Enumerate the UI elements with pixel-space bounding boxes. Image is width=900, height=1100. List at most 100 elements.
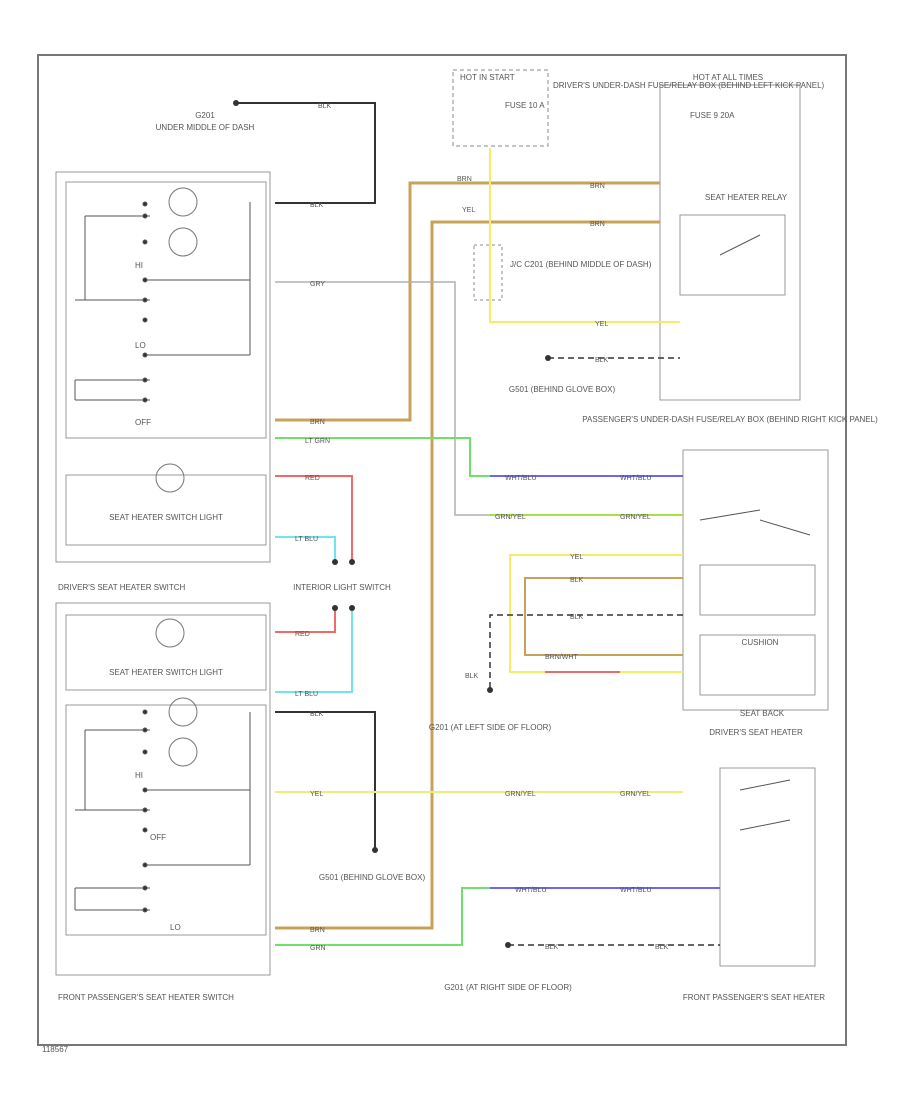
wire-label: BLK (465, 673, 479, 680)
wire-label: GRY (310, 281, 325, 288)
label-hi: HI (135, 261, 143, 270)
label-under-middle-dash: UNDER MIDDLE OF DASH (156, 123, 255, 132)
wire-label: BLK (570, 614, 584, 621)
wire-brn-lower (275, 220, 660, 930)
label-g201-left: G201 (AT LEFT SIDE OF FLOOR) (429, 723, 552, 732)
label-g501: G501 (BEHIND GLOVE BOX) (509, 385, 616, 394)
wire-yel-fuse (489, 148, 680, 323)
wire-label: GRN (310, 945, 326, 952)
label-fuse-10a: FUSE 10 A (505, 101, 545, 110)
terminal (349, 605, 355, 611)
label-seat-heater-switch-light: SEAT HEATER SWITCH LIGHT (109, 513, 223, 522)
front-pass-switch-inner (65, 704, 267, 936)
ground-point (487, 687, 493, 693)
wire-label: WHT/BLU (505, 475, 537, 482)
label-front-pass-switch: FRONT PASSENGER'S SEAT HEATER SWITCH (58, 993, 234, 1002)
wire-label: BRN (310, 419, 325, 426)
wire-blk-heater (489, 614, 683, 690)
wire-gry (275, 281, 490, 516)
wire-label: BLK (310, 202, 324, 209)
label-lo: LO (135, 341, 146, 350)
front-pass-switch-outline (55, 602, 271, 976)
wire-label: BRN (590, 183, 605, 190)
switch-light-lamp (155, 463, 185, 493)
wire-label: BLK (570, 577, 584, 584)
wire-brn-upper (275, 181, 660, 422)
ground-point (372, 847, 378, 853)
label-lo: LO (170, 923, 181, 932)
drivers-switch-contacts (74, 201, 251, 403)
fuse-relay-box-drivers (659, 84, 801, 401)
wire-label: BRN (310, 927, 325, 934)
wire-label: BLK (318, 103, 332, 110)
front-pass-light-box (65, 614, 267, 691)
wire-label: LT BLU (295, 536, 318, 543)
ground-point (505, 942, 511, 948)
terminal (349, 559, 355, 565)
wire-ltblu-driver (275, 536, 336, 560)
indicator-lamp (168, 737, 198, 767)
terminal (332, 559, 338, 565)
label-hot-at-all-times: HOT AT ALL TIMES (693, 73, 763, 82)
diagram-ref-number: 118567 (42, 1045, 69, 1054)
wire-label: YEL (570, 554, 583, 561)
wire-label: BLK (545, 944, 559, 951)
wire-label: YEL (462, 207, 475, 214)
terminal (332, 605, 338, 611)
drivers-seat-heater-box (682, 449, 829, 711)
indicator-lamp (168, 697, 198, 727)
label-jc-c201: J/C C201 (BEHIND MIDDLE OF DASH) (510, 260, 652, 269)
wire-ltblu-pass (275, 610, 353, 693)
wire-label: BLK (655, 944, 669, 951)
indicator-lamp (168, 187, 198, 217)
wire-grn-pass (275, 887, 720, 946)
indicator-lamp (168, 227, 198, 257)
label-passenger-underdash-box: PASSENGER'S UNDER-DASH FUSE/RELAY BOX (B… (582, 415, 878, 424)
wire-label: GRN/YEL (505, 791, 536, 798)
wire-brn-heater (524, 577, 683, 656)
wire-blk-g201 (236, 102, 376, 204)
wire-lt-grn (275, 437, 490, 477)
wire-label: YEL (310, 791, 323, 798)
label-hi: HI (135, 771, 143, 780)
label-drivers-seat-heater: DRIVER'S SEAT HEATER (709, 728, 803, 737)
wire-label: GRN/YEL (620, 791, 651, 798)
wire-label: RED (305, 475, 320, 482)
wire-label: GRN/YEL (620, 514, 651, 521)
label-seat-heater-relay: SEAT HEATER RELAY (705, 193, 788, 202)
ground-point (233, 100, 239, 106)
front-pass-switch-contacts (74, 709, 251, 913)
wire-label: LT GRN (305, 438, 330, 445)
label-hot-in-start: HOT IN START (460, 73, 515, 82)
wire-label: YEL (595, 321, 608, 328)
seat-back-element (699, 564, 816, 616)
wire-label: BRN/WHT (545, 654, 578, 661)
switch-light-lamp (155, 618, 185, 648)
label-off: OFF (135, 418, 151, 427)
label-front-pass-heater: FRONT PASSENGER'S SEAT HEATER (683, 993, 825, 1002)
label-g501-b: G501 (BEHIND GLOVE BOX) (319, 873, 426, 882)
relay-coil-box (679, 214, 786, 296)
label-interior-light-switch: INTERIOR LIGHT SWITCH (293, 583, 391, 592)
label-drivers-underdash-box: DRIVER'S UNDER-DASH FUSE/RELAY BOX (BEHI… (553, 81, 825, 90)
wire-label: BLK (595, 357, 609, 364)
wire-label: LT BLU (295, 691, 318, 698)
cushion-element (699, 634, 816, 696)
label-off: OFF (150, 833, 166, 842)
wire-label: BLK (310, 711, 324, 718)
ground-point (545, 355, 551, 361)
drivers-switch-inner (65, 181, 267, 439)
drivers-light-box (65, 474, 267, 546)
front-pass-heater-box (719, 767, 816, 967)
wire-label: RED (295, 631, 310, 638)
wire-label: BRN (590, 221, 605, 228)
wire-label: WHT/BLU (515, 887, 547, 894)
wire-red-pass (275, 610, 336, 633)
diagram-frame (37, 54, 847, 1046)
wire-blk-g501 (275, 711, 376, 850)
label-g201: G201 (195, 111, 215, 120)
label-seat-heater-switch-light: SEAT HEATER SWITCH LIGHT (109, 668, 223, 677)
label-g201-right: G201 (AT RIGHT SIDE OF FLOOR) (444, 983, 572, 992)
jc-c201-box (473, 244, 503, 301)
